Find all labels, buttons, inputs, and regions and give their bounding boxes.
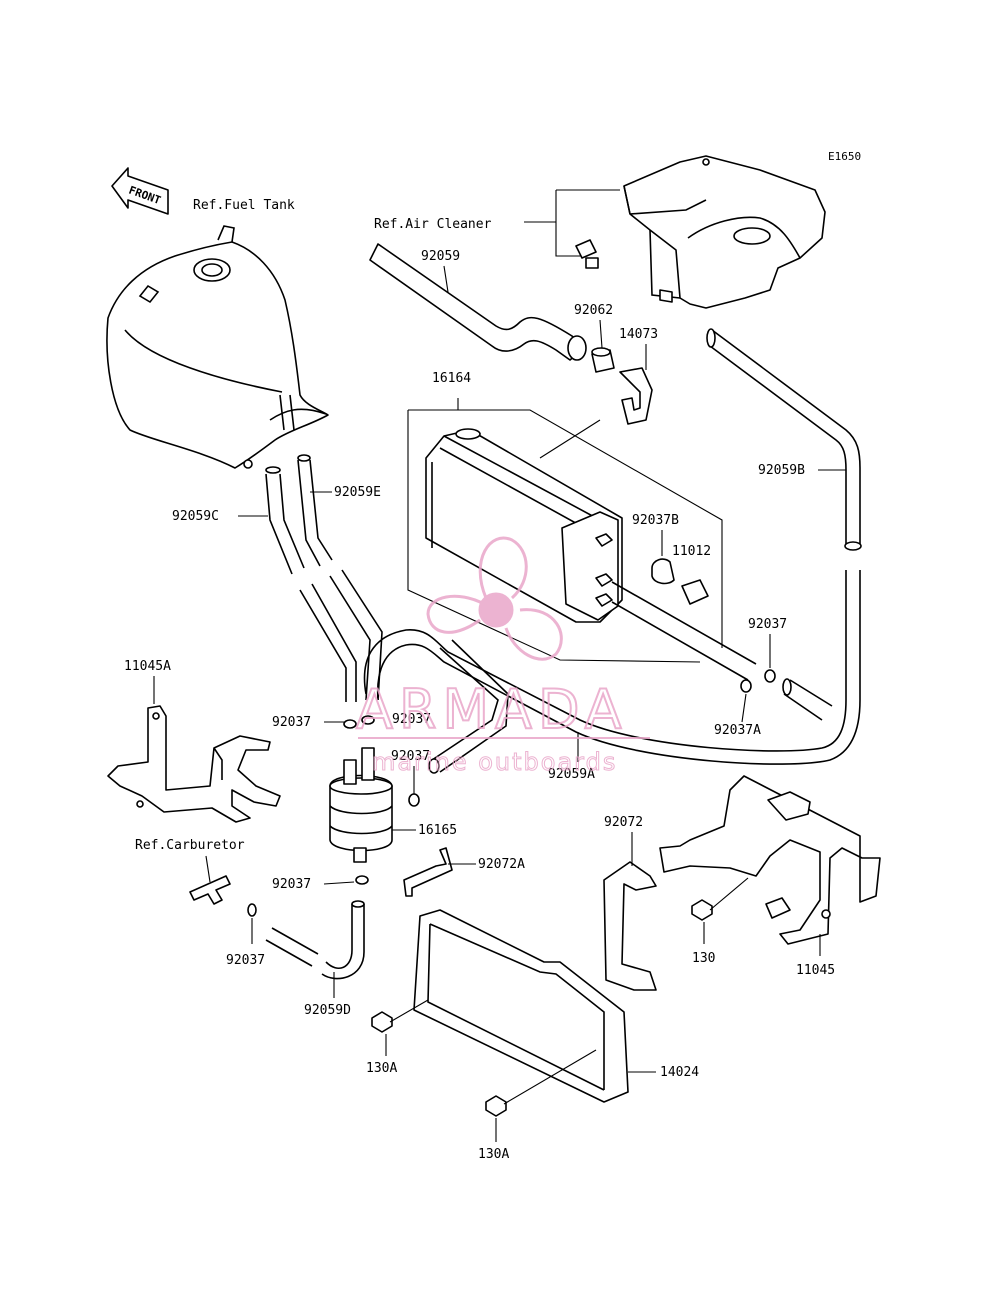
watermark-tagline: marine outboards [372, 748, 617, 776]
bolt-130-icon [691, 877, 749, 921]
label-92059D: 92059D [304, 1003, 351, 1018]
label-92037-bottom: 92037 [226, 953, 265, 968]
label-92062: 92062 [574, 303, 613, 318]
bracket-92072 [603, 861, 657, 991]
clamp-92037A [740, 679, 752, 693]
watermark: ARMADA marine outboards [355, 536, 650, 777]
tube-11012 [681, 579, 709, 605]
label-11012: 11012 [672, 544, 711, 559]
label-92072: 92072 [604, 815, 643, 830]
label-14024: 14024 [660, 1065, 699, 1080]
air-cleaner [623, 155, 826, 309]
label-92037-left: 92037 [272, 715, 311, 730]
clamp-92037-right [764, 669, 776, 683]
clamp-92037-mid [361, 715, 375, 725]
hose-92059A [363, 570, 861, 765]
label-16165: 16165 [418, 823, 457, 838]
bolt-130A-lower-icon [485, 1049, 597, 1117]
clamp-92037-carb [355, 875, 369, 885]
label-130A-lower: 130A [478, 1147, 509, 1162]
clip-14073 [619, 367, 653, 425]
fuel-pump-16165 [329, 747, 393, 863]
front-arrow-icon: FRONT [111, 167, 169, 215]
bolt-130A-upper-icon [371, 999, 429, 1033]
t-joint [189, 875, 231, 905]
clamp-92037-left [343, 719, 357, 729]
label-92059B: 92059B [758, 463, 805, 478]
label-92059C: 92059C [172, 509, 219, 524]
label-92037-carb: 92037 [272, 877, 311, 892]
watermark-brand: ARMADA [356, 678, 628, 741]
label-92059A: 92059A [548, 767, 595, 782]
ref-fuel-tank-label: Ref.Fuel Tank [193, 198, 295, 213]
label-92059: 92059 [421, 249, 460, 264]
label-92037-mid2: 92037 [391, 749, 430, 764]
label-92037-mid: 92037 [392, 712, 431, 727]
tray-14024 [413, 909, 629, 1103]
hose-92059C [265, 473, 305, 575]
fuel-tank [106, 225, 329, 469]
bracket-11045A [107, 705, 281, 823]
propeller-logo-icon [426, 536, 563, 661]
hose-92059B [709, 329, 861, 545]
diagram-code: E1650 [828, 150, 861, 163]
clamp-92037-bottom [247, 903, 257, 917]
hose-92059E [297, 459, 333, 567]
label-130: 130 [692, 951, 715, 966]
label-92037A: 92037A [714, 723, 761, 738]
label-16164: 16164 [432, 371, 471, 386]
label-14073: 14073 [619, 327, 658, 342]
ref-carburetor-label: Ref.Carburetor [135, 838, 245, 853]
strap-92072A [403, 847, 453, 897]
bracket-11045 [659, 775, 881, 945]
label-92059E: 92059E [334, 485, 381, 500]
label-92037B: 92037B [632, 513, 679, 528]
clamp-92037B [651, 558, 675, 585]
clamp-92037-mid2 [408, 793, 420, 807]
label-11045: 11045 [796, 963, 835, 978]
label-92037-right: 92037 [748, 617, 787, 632]
label-92072A: 92072A [478, 857, 525, 872]
label-130A-upper: 130A [366, 1061, 397, 1076]
ref-air-cleaner-label: Ref.Air Cleaner [374, 217, 492, 232]
hose-92059 [369, 243, 585, 361]
collar-92062 [591, 347, 615, 373]
hose-92059D [265, 927, 319, 967]
label-11045A: 11045A [124, 659, 171, 674]
canister-16164 [425, 428, 623, 623]
